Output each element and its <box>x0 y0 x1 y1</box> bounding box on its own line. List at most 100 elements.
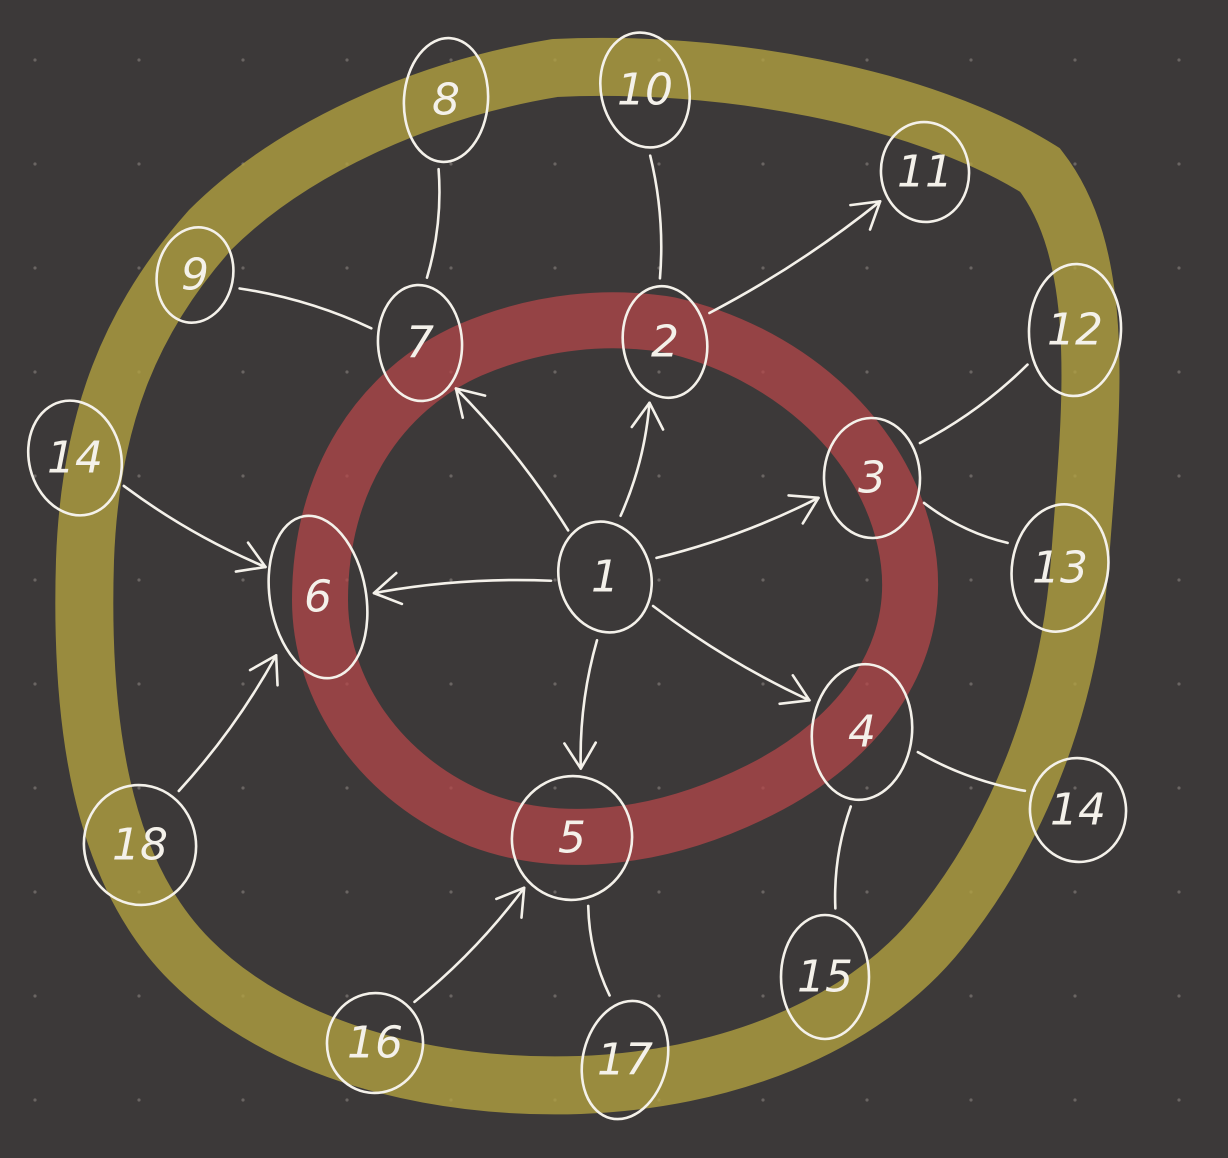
grid-dot <box>137 162 141 166</box>
grid-dot <box>1073 786 1077 790</box>
node-label: 10 <box>617 65 673 116</box>
node-8: 8 <box>402 36 490 164</box>
grid-dot <box>137 682 141 686</box>
arrowhead-icon <box>563 741 598 770</box>
edge-line <box>916 750 1027 793</box>
grid-dot <box>969 266 973 270</box>
grid-dot <box>969 994 973 998</box>
grid-dot <box>33 370 37 374</box>
grid-dot <box>761 474 765 478</box>
edge-line <box>918 363 1029 445</box>
node-label: 17 <box>597 1035 653 1086</box>
node-circle <box>267 514 369 680</box>
grid-dot <box>137 994 141 998</box>
node-label: 18 <box>112 820 168 871</box>
grid-dot <box>449 474 453 478</box>
grid-dot <box>553 370 557 374</box>
grid-dot <box>137 578 141 582</box>
grid-dot <box>449 266 453 270</box>
edge-n2-n11 <box>708 200 882 315</box>
edge-n2-n10 <box>648 154 663 280</box>
grid-dot <box>241 890 245 894</box>
grid-dot <box>345 1098 349 1102</box>
node-circle <box>510 774 634 902</box>
grid-dot <box>969 58 973 62</box>
grid-dot <box>969 1098 973 1102</box>
grid-dot <box>33 266 37 270</box>
grid-dot <box>657 994 661 998</box>
node-circle <box>556 520 654 634</box>
edge-n1-n7 <box>454 387 570 532</box>
grid-dot <box>449 578 453 582</box>
node-14: 14 <box>1028 756 1128 864</box>
grid-dot <box>449 162 453 166</box>
edge-line <box>648 154 663 280</box>
node-5: 5 <box>510 774 634 902</box>
outer-highlight-ring <box>55 37 1120 1115</box>
edge-n5-n17 <box>586 904 611 997</box>
node-circle <box>82 783 198 907</box>
grid-dot <box>553 890 557 894</box>
node-circle <box>1027 262 1123 398</box>
node-10: 10 <box>599 31 691 149</box>
grid-dot <box>969 682 973 686</box>
arrowhead-icon <box>248 654 279 687</box>
grid-dot <box>657 474 661 478</box>
node-circle <box>155 226 235 324</box>
node-15: 15 <box>779 913 871 1041</box>
edge-line <box>833 805 853 910</box>
node-3: 3 <box>822 416 922 540</box>
node-label: 6 <box>304 572 332 623</box>
edge-line <box>708 200 882 315</box>
arrowhead-icon <box>778 674 811 706</box>
edge-n1-n6 <box>372 571 553 606</box>
grid-dot <box>761 1098 765 1102</box>
node-9: 9 <box>155 226 235 324</box>
grid-dot <box>1177 370 1181 374</box>
grid-dot <box>33 58 37 62</box>
edge-line <box>454 387 570 532</box>
grid-dot <box>1073 1098 1077 1102</box>
edge-n3-n12 <box>918 363 1029 445</box>
node-circle <box>402 36 490 164</box>
edge-n16-n5 <box>413 886 526 1004</box>
node-label: 5 <box>558 813 586 864</box>
grid-dot <box>553 474 557 478</box>
edge-n14a-n6 <box>122 484 267 573</box>
edge-n18-n6 <box>177 654 279 793</box>
grid-dot <box>241 474 245 478</box>
node-circle <box>325 991 425 1095</box>
grid-dot <box>449 994 453 998</box>
node-label: 13 <box>1032 543 1088 594</box>
node-circle <box>376 283 464 403</box>
node-11: 11 <box>879 120 971 224</box>
edge-n1-n5 <box>563 638 599 770</box>
node-13: 13 <box>1010 503 1110 633</box>
grid-dot <box>1177 578 1181 582</box>
grid-dot <box>1073 162 1077 166</box>
edge-line <box>655 496 820 560</box>
grid-dot <box>553 266 557 270</box>
node-circle <box>810 662 914 802</box>
grid-dot <box>1177 58 1181 62</box>
node-4: 4 <box>810 662 914 802</box>
edge-n1-n4 <box>651 604 811 706</box>
grid-dot <box>657 162 661 166</box>
node-17: 17 <box>580 999 670 1121</box>
node-label: 2 <box>651 317 679 368</box>
grid-dot <box>1177 266 1181 270</box>
grid-dot <box>33 786 37 790</box>
node-circle <box>1028 756 1128 864</box>
grid-dot <box>553 578 557 582</box>
edge-line <box>238 287 373 330</box>
grid-dot <box>33 474 37 478</box>
grid-dot <box>137 474 141 478</box>
node-label: 14 <box>1050 785 1106 836</box>
grid-dot <box>1177 474 1181 478</box>
arrowhead-icon <box>849 200 882 231</box>
edge-n1-n3 <box>655 494 820 560</box>
node-6: 6 <box>267 514 369 680</box>
grid-dot <box>449 58 453 62</box>
grid-dot <box>1177 682 1181 686</box>
edge-line <box>413 886 526 1004</box>
